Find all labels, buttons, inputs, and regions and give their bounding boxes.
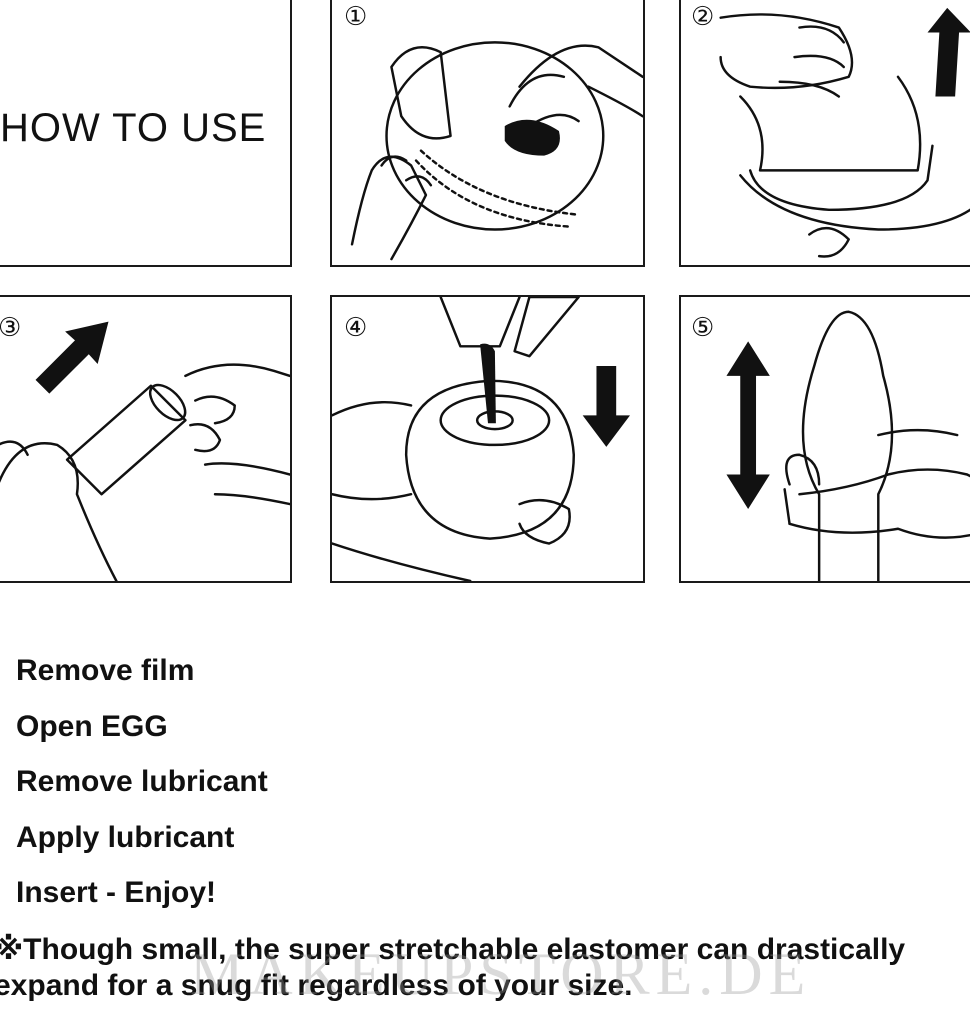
remove-lubricant-drawing: [0, 321, 290, 581]
title-panel: [0, 0, 292, 267]
page-title: HOW TO USE: [0, 106, 267, 150]
instruction-5: )Insert - Enjoy!: [0, 876, 216, 910]
instruction-4-label: Apply lubricant: [16, 821, 235, 854]
step-2-number: ②: [691, 2, 715, 32]
instruction-3: )Remove lubricant: [0, 765, 268, 799]
instruction-3-label: Remove lubricant: [16, 765, 268, 798]
open-egg-drawing: [719, 7, 970, 258]
bullet-circle-icon: ): [0, 710, 16, 744]
instruction-2: )Open EGG: [0, 710, 168, 744]
instruction-5-label: Insert - Enjoy!: [16, 876, 217, 909]
watermark: MAKEUPSTORE.DE: [190, 941, 812, 1007]
remove-film-drawing: [350, 41, 643, 261]
step-3-illustration: ③: [0, 295, 292, 583]
insert-enjoy-drawing: [726, 310, 970, 581]
instruction-4: )Apply lubricant: [0, 821, 234, 855]
step-2-illustration: ②: [679, 0, 970, 267]
step-4-illustration: ④: [330, 295, 645, 583]
instruction-1-label: Remove film: [16, 654, 195, 687]
instruction-1: )Remove film: [0, 654, 194, 688]
bullet-circle-icon: ): [0, 876, 16, 910]
instruction-2-label: Open EGG: [16, 710, 168, 743]
step-3-number: ③: [0, 313, 22, 343]
step-4-number: ④: [344, 313, 368, 343]
step-5-number: ⑤: [691, 313, 715, 343]
size-note-line-1: ※Though small, the super stretchable ela…: [0, 933, 906, 966]
step-1-number: ①: [344, 2, 368, 32]
step-1-illustration: ①: [330, 0, 645, 267]
step-5-illustration: ⑤: [679, 295, 970, 583]
bullet-circle-icon: ): [0, 765, 16, 799]
bullet-circle-icon: ): [0, 654, 16, 688]
bullet-circle-icon: ): [0, 821, 16, 855]
apply-lubricant-drawing: [332, 297, 630, 581]
